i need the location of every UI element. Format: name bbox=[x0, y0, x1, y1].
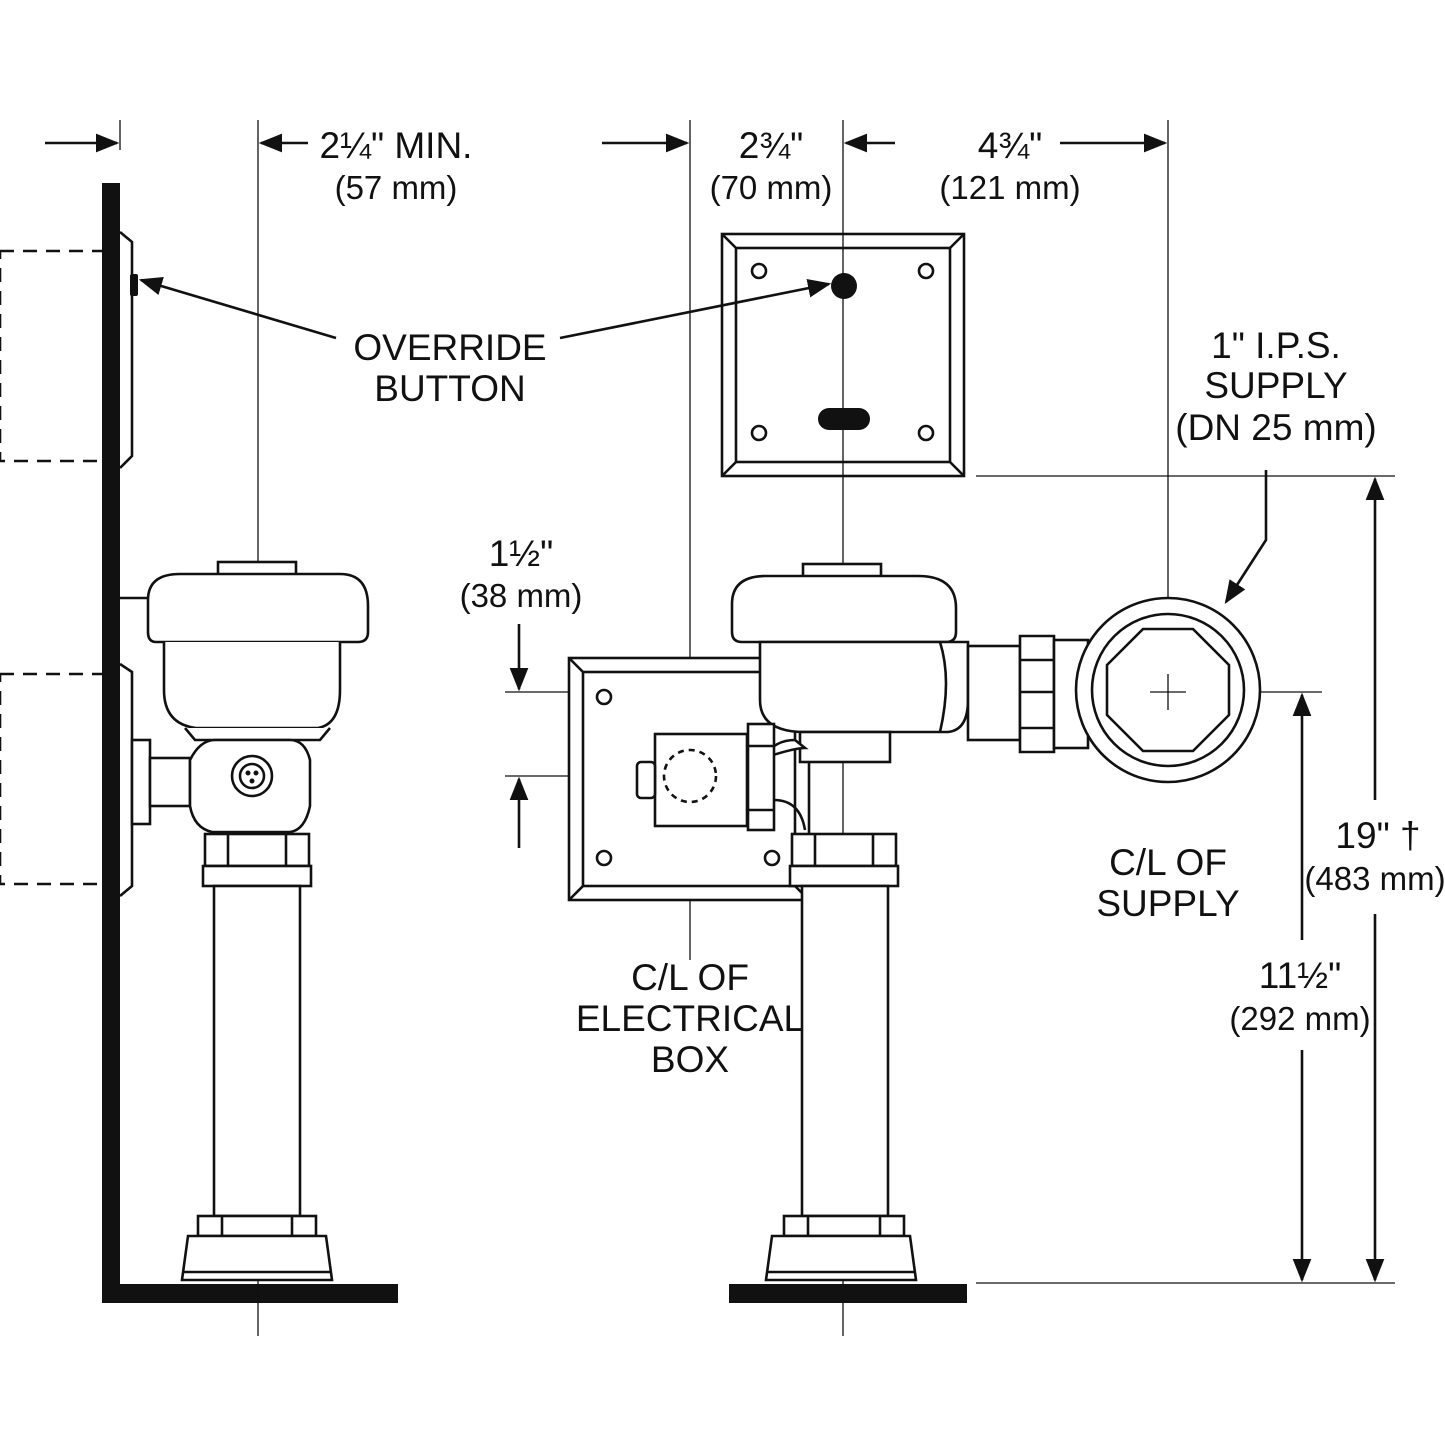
cl-supply-line2: SUPPLY bbox=[1096, 883, 1239, 924]
leader-lines bbox=[138, 277, 1268, 604]
electrical-box-hidden bbox=[0, 249, 118, 463]
floor-left bbox=[102, 1284, 398, 1303]
override-button-side bbox=[130, 274, 138, 296]
dim-overall-height-metric: (483 mm) bbox=[1304, 860, 1445, 897]
wall-plate bbox=[119, 231, 134, 469]
front-view bbox=[505, 120, 1395, 1336]
floor-right bbox=[729, 1284, 967, 1303]
dim-overall-height: 19" † bbox=[1335, 815, 1420, 856]
cl-supply-line1: C/L OF bbox=[1109, 842, 1227, 883]
override-button-front bbox=[831, 273, 857, 299]
spud-flange-side bbox=[180, 1234, 334, 1282]
valve-body-front bbox=[758, 640, 970, 734]
dim-box-drop: 1½" bbox=[489, 533, 554, 574]
supply-label-line3: (DN 25 mm) bbox=[1175, 407, 1376, 448]
supply-label-line2: SUPPLY bbox=[1204, 365, 1347, 406]
dim-supply-height-metric: (292 mm) bbox=[1229, 1000, 1370, 1037]
sensor-window bbox=[818, 408, 870, 430]
supply-box-hidden bbox=[0, 672, 118, 886]
wall bbox=[102, 183, 120, 1303]
dim-wall-offset: 2¼" MIN. bbox=[320, 125, 473, 166]
dim-box-drop-metric: (38 mm) bbox=[460, 577, 583, 614]
dim-supply-height: 11½" bbox=[1259, 955, 1341, 996]
supply-label-line1: 1" I.P.S. bbox=[1211, 325, 1341, 366]
dim-wall-offset-metric: (57 mm) bbox=[335, 169, 458, 206]
flush-tube-front bbox=[800, 884, 890, 1218]
override-label-line2: BUTTON bbox=[374, 368, 525, 409]
dim-supply-offset-metric: (121 mm) bbox=[939, 169, 1080, 206]
flush-tube-side bbox=[212, 884, 302, 1218]
dim-box-offset: 2¾" bbox=[739, 125, 804, 166]
dim-supply-offset: 4¾" bbox=[978, 125, 1043, 166]
cl-box-line2: ELECTRICAL bbox=[576, 998, 804, 1039]
side-view bbox=[0, 120, 398, 1336]
valve-cap-front bbox=[730, 574, 958, 644]
supply-arm bbox=[966, 644, 1022, 742]
dim-box-offset-metric: (70 mm) bbox=[710, 169, 833, 206]
valve-cap-side bbox=[146, 572, 370, 644]
override-label-line1: OVERRIDE bbox=[353, 327, 546, 368]
cl-box-line3: BOX bbox=[651, 1039, 729, 1080]
dimension-lines bbox=[45, 133, 1385, 1283]
spud-flange-front bbox=[764, 1234, 918, 1282]
cl-box-line1: C/L OF bbox=[631, 957, 749, 998]
